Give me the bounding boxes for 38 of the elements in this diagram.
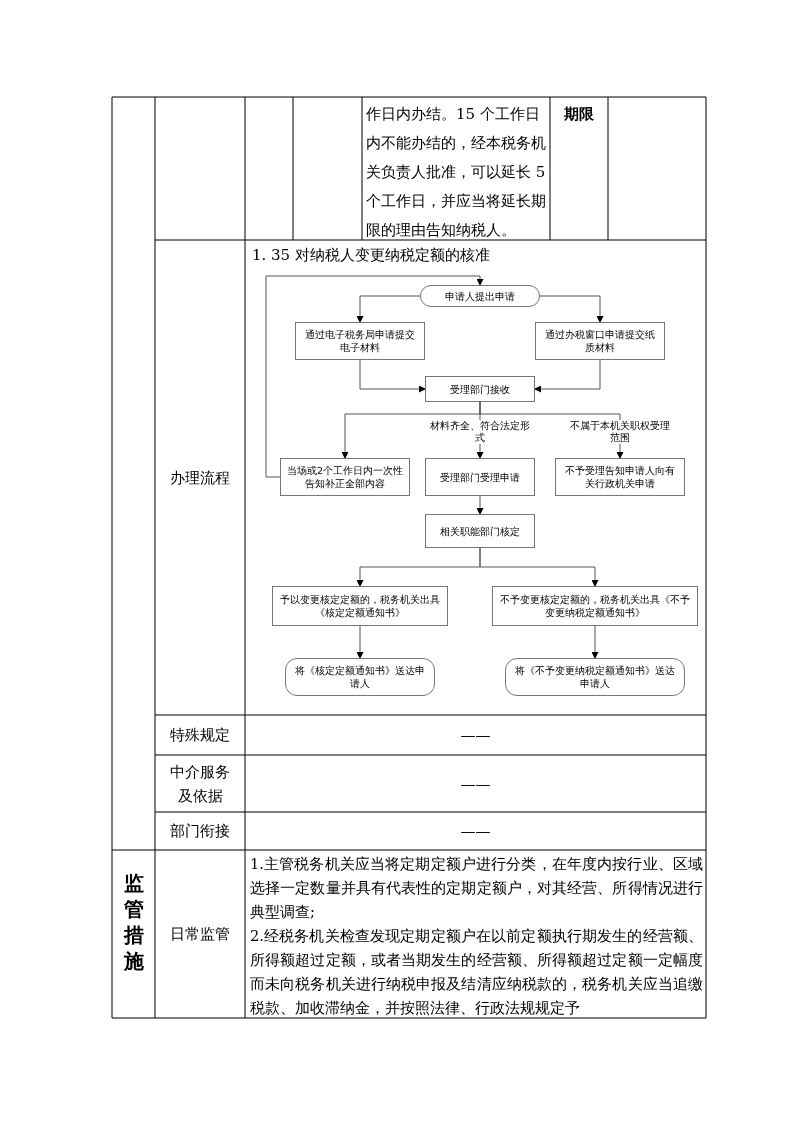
edge-label: 材料齐全、符合法定形式 bbox=[430, 420, 530, 444]
paragraph: 2.经税务机关检查发现定期定额户在以前定额执行期发生的经营额、所得额超过定额，或者当期发生的经营额、所得额超过定额一定幅度而未向税务机关进行纳税申报及结清应纳税款的，税务机关应当追缴税款、加收滞纳金，并按照法律、行政法规规定予 bbox=[250, 926, 703, 1018]
cell-text: —— bbox=[459, 773, 492, 795]
row-header: 中介服务及依据 bbox=[169, 761, 231, 807]
section-title: 1. 35 对纳税人变更纳税定额的核准 bbox=[252, 245, 491, 266]
arrow bbox=[534, 359, 601, 393]
cell-text: —— bbox=[459, 821, 492, 842]
process-box: 当场或2个工作日内一次性告知补正全部内容 bbox=[280, 458, 410, 496]
arrow bbox=[265, 275, 484, 478]
process-box: 予以变更核定定额的，税务机关出具《核定定额通知书》 bbox=[272, 586, 448, 626]
process-box: 不予变更核定定额的，税务机关出具《不予变更纳税定额通知书》 bbox=[492, 586, 698, 626]
process-box: 受理部门接收 bbox=[425, 376, 535, 402]
arrow bbox=[359, 359, 426, 393]
process-box: 通过电子税务局申请提交电子材料 bbox=[295, 322, 425, 360]
arrow bbox=[479, 547, 599, 587]
process-box: 通过办税窗口申请提交纸质材料 bbox=[535, 322, 665, 360]
arrow bbox=[591, 625, 599, 659]
row-header: 部门衔接 bbox=[169, 821, 231, 842]
process-box: 受理部门受理申请 bbox=[425, 458, 535, 496]
arrow bbox=[539, 295, 604, 323]
terminal-box: 将《不予变更纳税定额通知书》送达申请人 bbox=[505, 658, 685, 696]
row-header: 办理流程 bbox=[169, 467, 231, 489]
row-header: 日常监管 bbox=[169, 924, 231, 945]
terminal-box: 申请人提出申请 bbox=[420, 285, 540, 307]
process-box: 不予受理告知申请人向有关行政机关申请 bbox=[555, 458, 685, 496]
column-header: 期限 bbox=[563, 104, 595, 125]
arrow bbox=[479, 401, 624, 459]
arrow bbox=[356, 625, 364, 659]
paragraph: 1.主管税务机关应当将定期定额户进行分类，在年度内按行业、区域选择一定数量并具有代表性的定期定额户，对其经营、所得情况进行典型调查; bbox=[250, 854, 703, 922]
section-header: 监管措施 bbox=[122, 870, 145, 974]
cell-text: 作日内办结。15 个工作日内不能办结的，经本税务机关负责人批准，可以延长 5 个工作日，并应当将延长期限的理由告知纳税人。 bbox=[366, 104, 547, 241]
arrow bbox=[476, 495, 484, 515]
edge-label: 不属于本机关职权受理范围 bbox=[570, 420, 670, 444]
row-header: 特殊规定 bbox=[169, 725, 231, 746]
cell-text: —— bbox=[459, 725, 492, 746]
process-box: 相关职能部门核定 bbox=[425, 514, 535, 548]
terminal-box: 将《核定定额通知书》送达申请人 bbox=[285, 658, 435, 696]
arrow bbox=[356, 295, 421, 323]
